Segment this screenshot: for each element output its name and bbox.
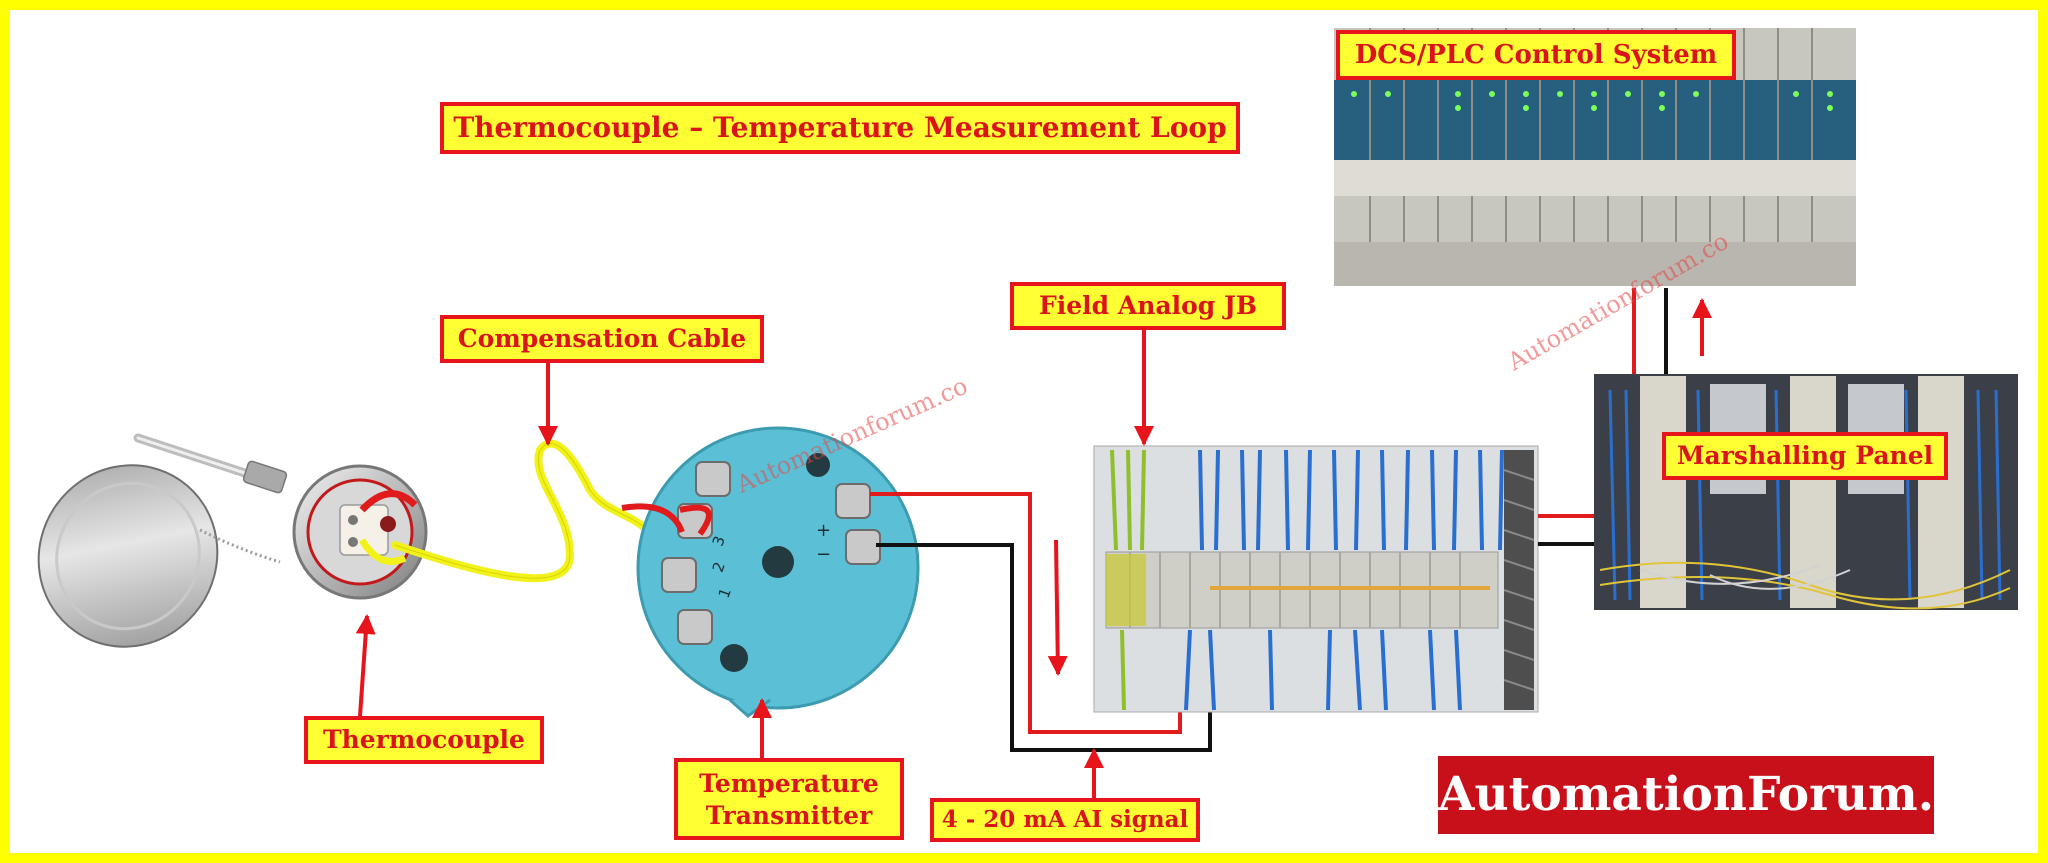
page-title: Thermocouple – Temperature Measurement L… [440,102,1240,154]
field-jb-image [1093,445,1539,713]
pointer-arrows [355,298,1712,800]
marshalling-panel-image [1594,374,2018,610]
terminal-mark-plus: + [816,520,832,541]
signal-wire-red [870,492,1182,734]
signal-wire-black [876,543,1212,752]
transmitter-label-line1: Temperature [699,769,879,798]
thermocouple-head-image [133,433,428,600]
transmitter-image [621,426,920,718]
dcs-plc-label: DCS/PLC Control System [1336,30,1736,80]
signal-label: 4 - 20 mA AI signal [930,798,1200,842]
field-jb-label: Field Analog JB [1010,282,1286,330]
marshalling-panel-label: Marshalling Panel [1662,432,1948,480]
brand-logo: AutomationForum.Co [1438,756,2003,834]
compensation-cable-label: Compensation Cable [440,315,764,363]
transmitter-label: Temperature Transmitter [674,758,904,840]
transmitter-label-line2: Transmitter [705,801,873,830]
thermocouple-cover-image [37,464,281,648]
thermocouple-label: Thermocouple [304,716,544,764]
terminal-mark-minus: − [816,544,832,565]
